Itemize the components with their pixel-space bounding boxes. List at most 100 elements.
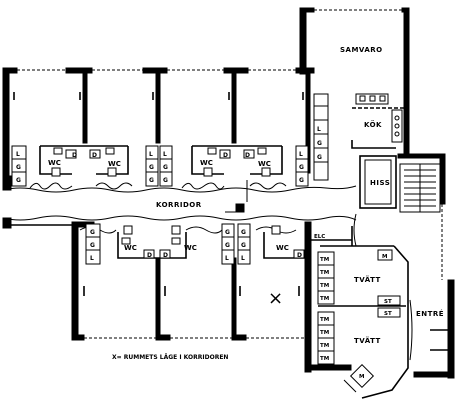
appliance-label: TM: [320, 270, 329, 276]
shower-icon: [219, 149, 231, 159]
appliance-label: TM: [320, 356, 329, 362]
appliance-m-rotated: M: [349, 363, 375, 389]
closet-label: G: [317, 154, 322, 161]
door-marker: [235, 203, 245, 213]
shower-label: D: [297, 252, 302, 259]
closet-label: G: [225, 242, 230, 249]
elevator-car: [364, 159, 392, 205]
closet-label: G: [299, 177, 304, 184]
common-area: SAMVARO KÖK HISS: [340, 46, 441, 213]
stool-icon: [369, 95, 376, 102]
sink-icon: [105, 147, 115, 155]
wall-laundry-bottom: [310, 364, 352, 371]
closet-label: G: [90, 242, 95, 249]
closet-stack: G G L: [237, 223, 251, 265]
toilet-icon: [171, 225, 181, 235]
wall-top-seg: [2, 67, 18, 74]
toilet-icon: [107, 167, 117, 177]
closet-label: G: [90, 229, 95, 236]
wc-label: WC: [184, 244, 197, 252]
closet-label: G: [163, 177, 168, 184]
toilet-icon: [123, 225, 133, 235]
sink-icon: [207, 147, 217, 155]
closet-label: L: [317, 126, 321, 133]
top-bathrooms: WC WC WC WC D D D D: [29, 145, 287, 190]
outer-walls: [2, 7, 455, 399]
wall-laundry-right: [361, 245, 409, 399]
room-label-kok: KÖK: [364, 120, 382, 129]
room-position-marker: ×: [268, 288, 283, 309]
bath-edge: [185, 226, 223, 234]
closet-label: G: [225, 229, 230, 236]
appliance-label: TM: [320, 257, 329, 263]
wall-top-left: [2, 67, 10, 177]
appliance-label: M: [359, 374, 364, 380]
bath-edge: [249, 182, 287, 190]
entre-edge: [409, 299, 413, 361]
door-swing: [343, 379, 357, 393]
appliance-m: [377, 249, 393, 261]
bath-wall: [191, 146, 224, 175]
divider: [155, 72, 161, 144]
divider: [155, 257, 161, 337]
closet-label: G: [16, 177, 21, 184]
wall-bottom-right: [304, 221, 312, 373]
appliance-label: TM: [320, 343, 329, 349]
wc-label: WC: [108, 160, 121, 168]
corridor-lower-edge: [2, 215, 357, 221]
closet-label: L: [163, 151, 167, 158]
stove-icon: [391, 109, 403, 143]
shower-icon: [143, 249, 155, 259]
closet-label: G: [149, 164, 154, 171]
appliance-label: TM: [320, 296, 329, 302]
wall-entre-right-low: [447, 279, 455, 379]
shower-label: D: [163, 252, 168, 259]
shower-label: D: [223, 152, 228, 159]
closet-label: G: [241, 242, 246, 249]
closet-stack: L G G: [11, 145, 27, 187]
appliance-label: TM: [320, 317, 329, 323]
closet-stack: L G G: [295, 145, 309, 187]
wall-entre-bottom: [413, 371, 455, 378]
elevator-shaft: [359, 155, 397, 209]
wall-corridor-end: [2, 175, 12, 191]
appliance-st: [377, 295, 401, 306]
closet-label: L: [241, 255, 245, 262]
wc-label: WC: [200, 159, 213, 167]
toilet-icon: [203, 167, 213, 177]
bath-edge: [29, 182, 73, 190]
shower-icon: [65, 149, 77, 159]
appliance-label: ST: [384, 299, 392, 305]
closet-label: L: [90, 255, 94, 262]
shower-icon: [293, 249, 305, 259]
shower-label: D: [147, 252, 152, 259]
closet-label: G: [317, 140, 322, 147]
stairs: [399, 163, 441, 213]
wall-top-seg: [223, 67, 249, 74]
bath-wall: [96, 146, 129, 175]
wall-bottom-seg: [71, 334, 85, 341]
appliance-label: M: [382, 254, 387, 260]
closet-label: G: [16, 164, 21, 171]
room-label-entre: ENTRÉ: [416, 309, 444, 318]
bath-wall: [39, 146, 72, 175]
corridor-walls: [2, 175, 357, 229]
closet-stack: G G L: [85, 223, 101, 265]
appliance-label: TM: [320, 283, 329, 289]
divider: [231, 257, 237, 337]
closet-label: G: [299, 164, 304, 171]
wall-corridor-end: [2, 217, 12, 229]
sink-icon: [257, 147, 267, 155]
bath-edge: [181, 182, 225, 190]
bottom-closets: G G L G G L G G L: [85, 223, 251, 265]
corridor-upper-edge: [2, 185, 357, 193]
kitchen-counter: [351, 140, 396, 149]
room-label-hiss: HISS: [370, 179, 390, 187]
closet-label: G: [241, 229, 246, 236]
wall-samvaro-left: [299, 9, 307, 75]
wall-bottom-left: [71, 221, 79, 341]
wc-label: WC: [276, 244, 289, 252]
closet-stack: G G L: [221, 223, 235, 265]
shower-icon: [159, 249, 171, 259]
